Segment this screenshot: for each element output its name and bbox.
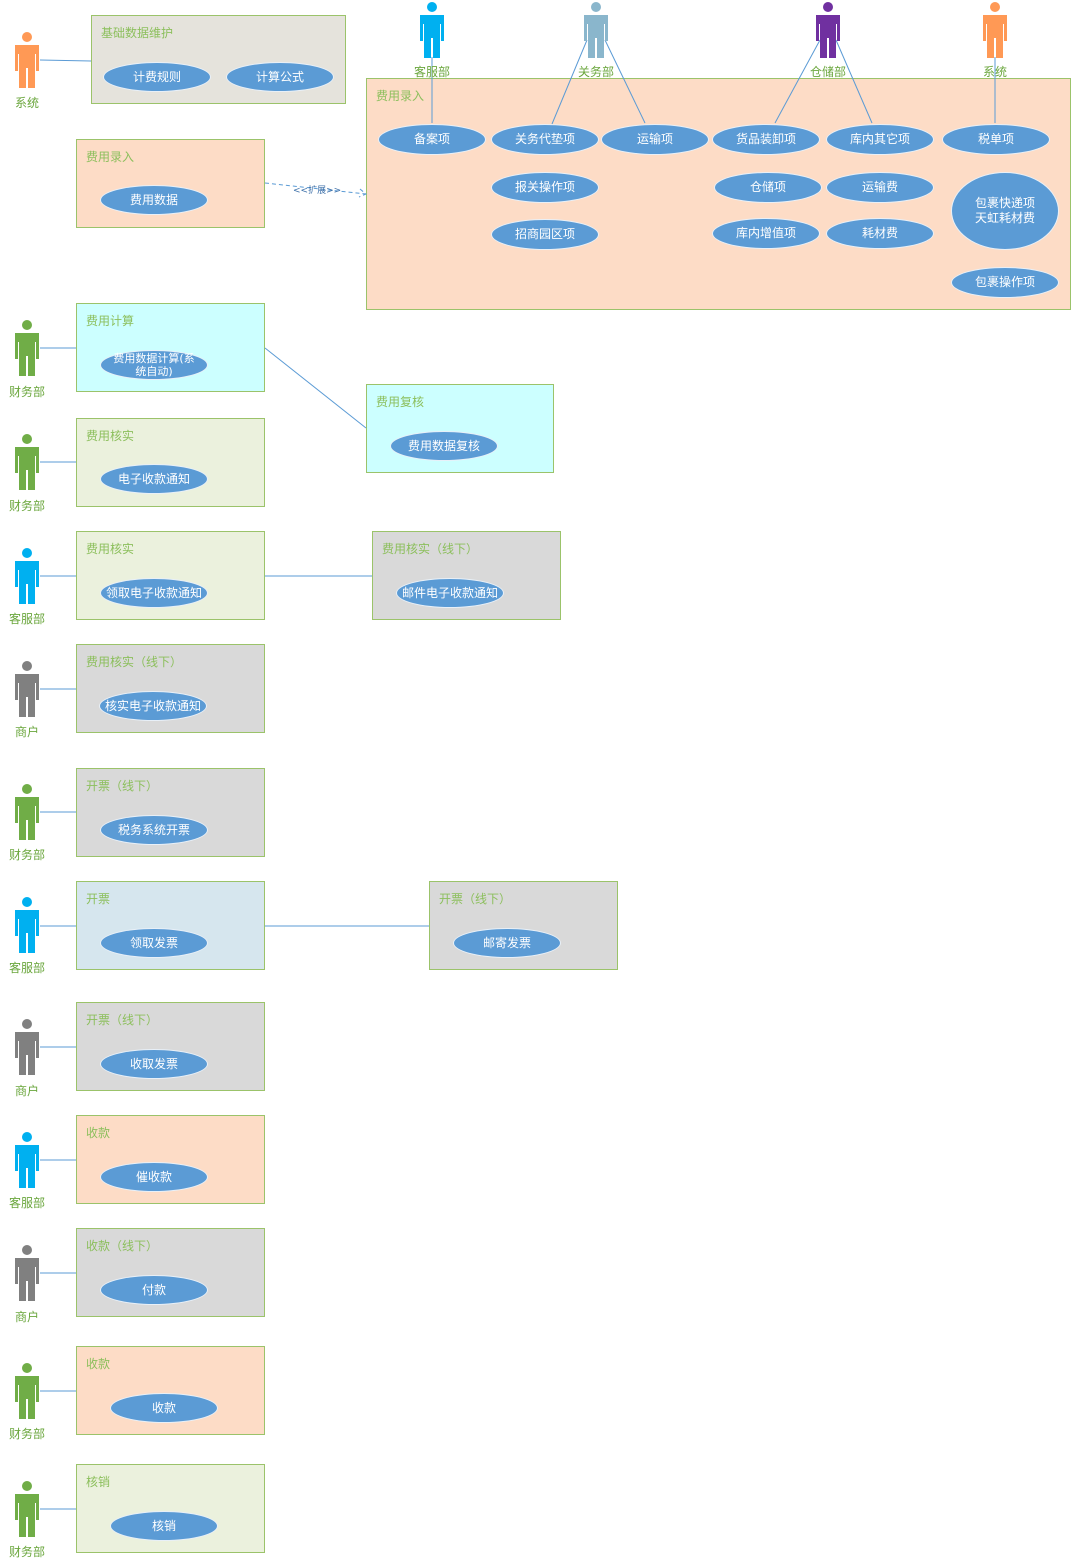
actor-label: 客服部 bbox=[8, 1196, 46, 1210]
actor-label: 财务部 bbox=[8, 385, 46, 399]
actor-figure-icon bbox=[15, 1132, 39, 1188]
package-title: 费用计算 bbox=[86, 314, 135, 328]
actor-figure-icon bbox=[15, 1019, 39, 1075]
actor-label: 关务部 bbox=[577, 65, 615, 79]
use-case-ellipse[interactable]: 库内增值项 bbox=[712, 217, 820, 249]
package-title: 收款（线下） bbox=[86, 1239, 159, 1253]
use-case-ellipse[interactable]: 招商园区项 bbox=[491, 218, 599, 250]
package-box: 费用核实 bbox=[76, 531, 265, 620]
actor-figure-icon bbox=[816, 2, 840, 58]
use-case-ellipse[interactable]: 付款 bbox=[100, 1275, 208, 1305]
actor-label: 客服部 bbox=[8, 612, 46, 626]
package-title: 收款 bbox=[86, 1357, 111, 1371]
actor-figure-icon bbox=[15, 1481, 39, 1537]
package-title: 费用核实 bbox=[86, 429, 135, 443]
use-case-ellipse[interactable]: 领取发票 bbox=[100, 928, 208, 958]
actor-figure-icon bbox=[15, 32, 39, 88]
use-case-ellipse[interactable]: 费用数据计算(系 统自动) bbox=[100, 350, 208, 380]
package-title: 费用复核 bbox=[376, 395, 425, 409]
actor-figure-icon bbox=[15, 661, 39, 717]
use-case-ellipse[interactable]: 包裹快递项 天虹耗材费 bbox=[951, 172, 1059, 250]
use-case-ellipse[interactable]: 货品装卸项 bbox=[712, 123, 820, 155]
actor-figure-icon bbox=[15, 897, 39, 953]
use-case-ellipse[interactable]: 库内其它项 bbox=[826, 123, 934, 155]
actor-label: 财务部 bbox=[8, 848, 46, 862]
use-case-ellipse[interactable]: 关务代垫项 bbox=[491, 123, 599, 155]
use-case-ellipse[interactable]: 税单项 bbox=[942, 123, 1050, 155]
use-case-ellipse[interactable]: 电子收款通知 bbox=[100, 464, 208, 494]
use-case-ellipse[interactable]: 催收款 bbox=[100, 1162, 208, 1192]
package-title: 费用核实 bbox=[86, 542, 135, 556]
actor-label: 仓储部 bbox=[809, 65, 847, 79]
package-title: 开票（线下） bbox=[439, 892, 512, 906]
package-title: 费用核实（线下） bbox=[382, 542, 479, 556]
package-box: 基础数据维护 bbox=[91, 15, 346, 104]
use-case-ellipse[interactable]: 费用数据 bbox=[100, 185, 208, 215]
actor-figure-icon bbox=[983, 2, 1007, 58]
actor-figure-icon bbox=[15, 548, 39, 604]
actor-label: 客服部 bbox=[413, 65, 451, 79]
use-case-ellipse[interactable]: 税务系统开票 bbox=[100, 815, 208, 845]
use-case-ellipse[interactable]: 收款 bbox=[110, 1393, 218, 1423]
package-title: 开票（线下） bbox=[86, 1013, 159, 1027]
use-case-ellipse[interactable]: 计费规则 bbox=[103, 62, 211, 92]
package-title: 费用录入 bbox=[86, 150, 135, 164]
actor-figure-icon bbox=[420, 2, 444, 58]
use-case-ellipse[interactable]: 报关操作项 bbox=[491, 171, 599, 203]
use-case-ellipse[interactable]: 运输项 bbox=[601, 123, 709, 155]
actor-label: 财务部 bbox=[8, 499, 46, 513]
package-box: 费用录入 bbox=[76, 139, 265, 228]
actor-label: 系统 bbox=[14, 96, 40, 110]
actor-label: 系统 bbox=[982, 65, 1008, 79]
actor-label: 商户 bbox=[14, 725, 40, 739]
actor-figure-icon bbox=[15, 784, 39, 840]
use-case-ellipse[interactable]: 核销 bbox=[110, 1511, 218, 1541]
use-case-ellipse[interactable]: 备案项 bbox=[378, 123, 486, 155]
use-case-ellipse[interactable]: 计算公式 bbox=[226, 62, 334, 92]
use-case-ellipse[interactable]: 费用数据复核 bbox=[390, 431, 498, 461]
actor-label: 客服部 bbox=[8, 961, 46, 975]
actor-label: 商户 bbox=[14, 1310, 40, 1324]
package-title: 核销 bbox=[86, 1475, 111, 1489]
package-title: 开票 bbox=[86, 892, 111, 906]
package-title: 开票（线下） bbox=[86, 779, 159, 793]
actor-figure-icon bbox=[15, 1245, 39, 1301]
use-case-ellipse[interactable]: 包裹操作项 bbox=[951, 266, 1059, 298]
package-title: 基础数据维护 bbox=[101, 26, 174, 40]
actor-figure-icon bbox=[15, 434, 39, 490]
use-case-ellipse[interactable]: 运输费 bbox=[826, 171, 934, 203]
association-line bbox=[264, 347, 367, 429]
actor-label: 财务部 bbox=[8, 1427, 46, 1441]
use-case-ellipse[interactable]: 耗材费 bbox=[826, 217, 934, 249]
use-case-ellipse[interactable]: 核实电子收款通知 bbox=[99, 691, 207, 721]
association-line bbox=[39, 59, 92, 62]
package-title: 费用录入 bbox=[376, 89, 425, 103]
use-case-ellipse[interactable]: 领取电子收款通知 bbox=[100, 578, 208, 608]
package-title: 费用核实（线下） bbox=[86, 655, 183, 669]
actor-figure-icon bbox=[584, 2, 608, 58]
actor-figure-icon bbox=[15, 320, 39, 376]
extend-label: <<扩展>> bbox=[293, 186, 342, 196]
actor-label: 财务部 bbox=[8, 1545, 46, 1559]
use-case-ellipse[interactable]: 邮寄发票 bbox=[453, 928, 561, 958]
use-case-ellipse[interactable]: 仓储项 bbox=[714, 171, 822, 203]
package-box: 费用核实 bbox=[76, 418, 265, 507]
package-title: 收款 bbox=[86, 1126, 111, 1140]
actor-label: 商户 bbox=[14, 1084, 40, 1098]
use-case-ellipse[interactable]: 邮件电子收款通知 bbox=[396, 578, 504, 608]
actor-figure-icon bbox=[15, 1363, 39, 1419]
use-case-ellipse[interactable]: 收取发票 bbox=[100, 1049, 208, 1079]
